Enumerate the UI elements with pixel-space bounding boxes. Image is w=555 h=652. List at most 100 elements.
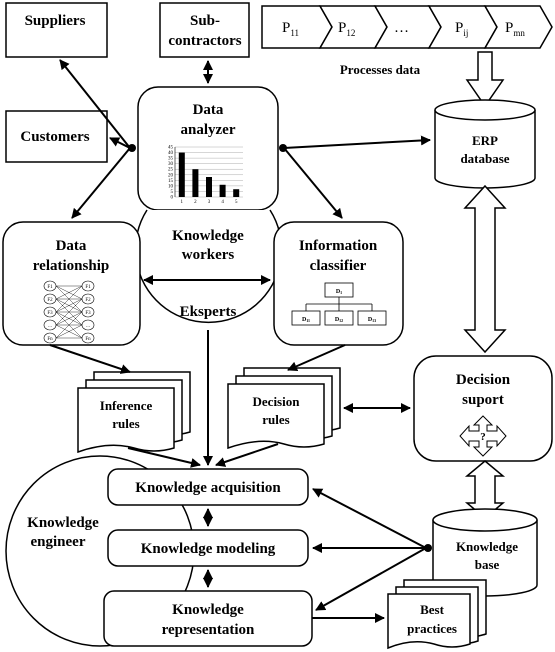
connector-kb-acquisition [312, 488, 427, 549]
mini-network-node [81, 280, 95, 292]
connector-inference-acquisition [127, 447, 201, 468]
customers-label: Customers [20, 129, 89, 145]
information-classifier-label-1: Information [299, 238, 378, 254]
information-classifier-node: Information classifier D1 D11 D12 D13 [273, 221, 404, 346]
mini-tree: D1 D11 D12 D13 [291, 282, 387, 326]
mini-chart-x-tick: 5 [235, 200, 238, 205]
inference-rules-label-2: rules [112, 416, 139, 431]
knowledge-engineer-label-2: engineer [31, 534, 86, 550]
decision-support-node: Decision suport ? [413, 355, 553, 462]
decision-question-mark: ? [480, 431, 486, 443]
data-analyzer-label-1: Data [193, 102, 224, 118]
mini-chart-y-tick: 20 [168, 173, 174, 178]
connector-hub-kb [424, 544, 432, 552]
connector-decision-acquisition [215, 443, 279, 467]
mini-chart-y-tick: 45 [168, 146, 174, 151]
processes-caption: Processes data [340, 62, 421, 77]
connector-hub-right [279, 144, 287, 152]
mini-tree-root: D1 [336, 289, 342, 295]
mini-network-edge [55, 298, 83, 326]
knowledge-representation-label-2: representation [162, 622, 255, 638]
data-analyzer-label-2: analyzer [181, 122, 236, 138]
connector-hub-relationship [71, 147, 131, 219]
mini-chart-y-tick: 0 [171, 196, 174, 201]
knowledge-workers-label-2: workers [182, 247, 235, 263]
erp-database-node: ERP database [434, 99, 536, 189]
subcontractors-label-2: contractors [168, 33, 241, 49]
data-relationship-label-2: relationship [33, 258, 109, 274]
knowledge-acquisition-node: Knowledge acquisition [107, 468, 309, 506]
mini-network-node [43, 332, 57, 344]
mini-network-node [43, 306, 57, 318]
mini-network-node [81, 319, 95, 331]
mini-chart-y-tick: 40 [168, 151, 174, 156]
connectors [49, 59, 432, 623]
process-step-1 [261, 5, 333, 49]
mini-chart-bar [206, 177, 212, 197]
processes-chevrons: P11 P12 … Pij Pmn [261, 5, 553, 49]
connector-suppliers [59, 59, 131, 149]
mini-network-node-label: … [86, 324, 91, 329]
mini-network-node [81, 332, 95, 344]
mini-chart-x-tick: 3 [208, 200, 211, 205]
decision-rules-label-1: Decision [253, 394, 301, 409]
process-label-4: Pij [455, 20, 468, 38]
best-practices-label-2: practices [407, 621, 457, 636]
mini-tree-child-1: D11 [302, 317, 310, 323]
mini-network-node-label: F1 [47, 285, 53, 290]
mini-network-node-label: F2 [85, 298, 91, 303]
decision-cross-icon [459, 415, 507, 457]
mini-chart-y-tick: 15 [168, 179, 174, 184]
inference-rules-node: Inference rules [77, 371, 191, 454]
mini-network-node [81, 293, 95, 305]
mini-network-node [43, 319, 57, 331]
process-label-5: Pmn [505, 20, 525, 38]
suppliers-node: Suppliers [5, 2, 108, 58]
process-label-2: P12 [338, 20, 355, 38]
mini-chart-y-tick: 30 [168, 162, 174, 167]
data-relationship-label-1: Data [56, 238, 87, 254]
knowledge-base-label-2: base [475, 557, 500, 572]
subcontractors-label-1: Sub- [190, 13, 220, 29]
mini-chart-y-tick: 10 [168, 184, 174, 189]
mini-network-node [43, 280, 57, 292]
mini-chart-x-tick: 1 [181, 200, 184, 205]
mini-network-node-label: Fn [85, 337, 91, 342]
information-classifier-label-2: classifier [310, 258, 367, 274]
mini-network-edge [55, 285, 83, 300]
mini-chart-y-tick: 25 [168, 168, 174, 173]
suppliers-label: Suppliers [25, 13, 86, 29]
process-step-5 [483, 5, 553, 49]
eksperts-label: Eksperts [180, 304, 237, 320]
mini-network-node-label: Fn [47, 337, 53, 342]
connector-hub-classifier [283, 147, 343, 219]
decision-support-label-2: suport [462, 392, 504, 408]
inference-rules-label-1: Inference [100, 398, 153, 413]
mini-tree-child-3: D13 [368, 317, 376, 323]
decision-rules-label-2: rules [262, 412, 289, 427]
erp-database-label-2: database [460, 151, 509, 166]
knowledge-base-label-1: Knowledge [456, 539, 518, 554]
processes-to-erp-arrow [465, 51, 505, 108]
erp-database-label-1: ERP [472, 133, 498, 148]
knowledge-representation-node: Knowledge representation [103, 590, 313, 647]
connector-hub-left [128, 144, 136, 152]
connector-kb-representation [315, 547, 427, 611]
mini-network-node-label: F2 [47, 298, 53, 303]
knowledge-engineer-label-1: Knowledge [27, 515, 99, 531]
mini-chart-x-tick: 2 [194, 200, 197, 205]
mini-network-node [81, 306, 95, 318]
best-practices-node: Best practices [387, 579, 487, 650]
mini-network-edge [55, 324, 83, 339]
knowledge-workers-label-1: Knowledge [172, 228, 244, 244]
mini-network-node-label: F3 [85, 311, 91, 316]
mini-network-node-label: F1 [85, 285, 91, 290]
mini-chart-y-tick: 5 [171, 190, 174, 195]
erp-decision-double-arrow [463, 184, 507, 354]
connector-classifier-decision [287, 344, 346, 371]
connector-erp [283, 135, 431, 149]
best-practices-label-1: Best [420, 602, 445, 617]
decision-rules-node: Decision rules [227, 367, 341, 450]
